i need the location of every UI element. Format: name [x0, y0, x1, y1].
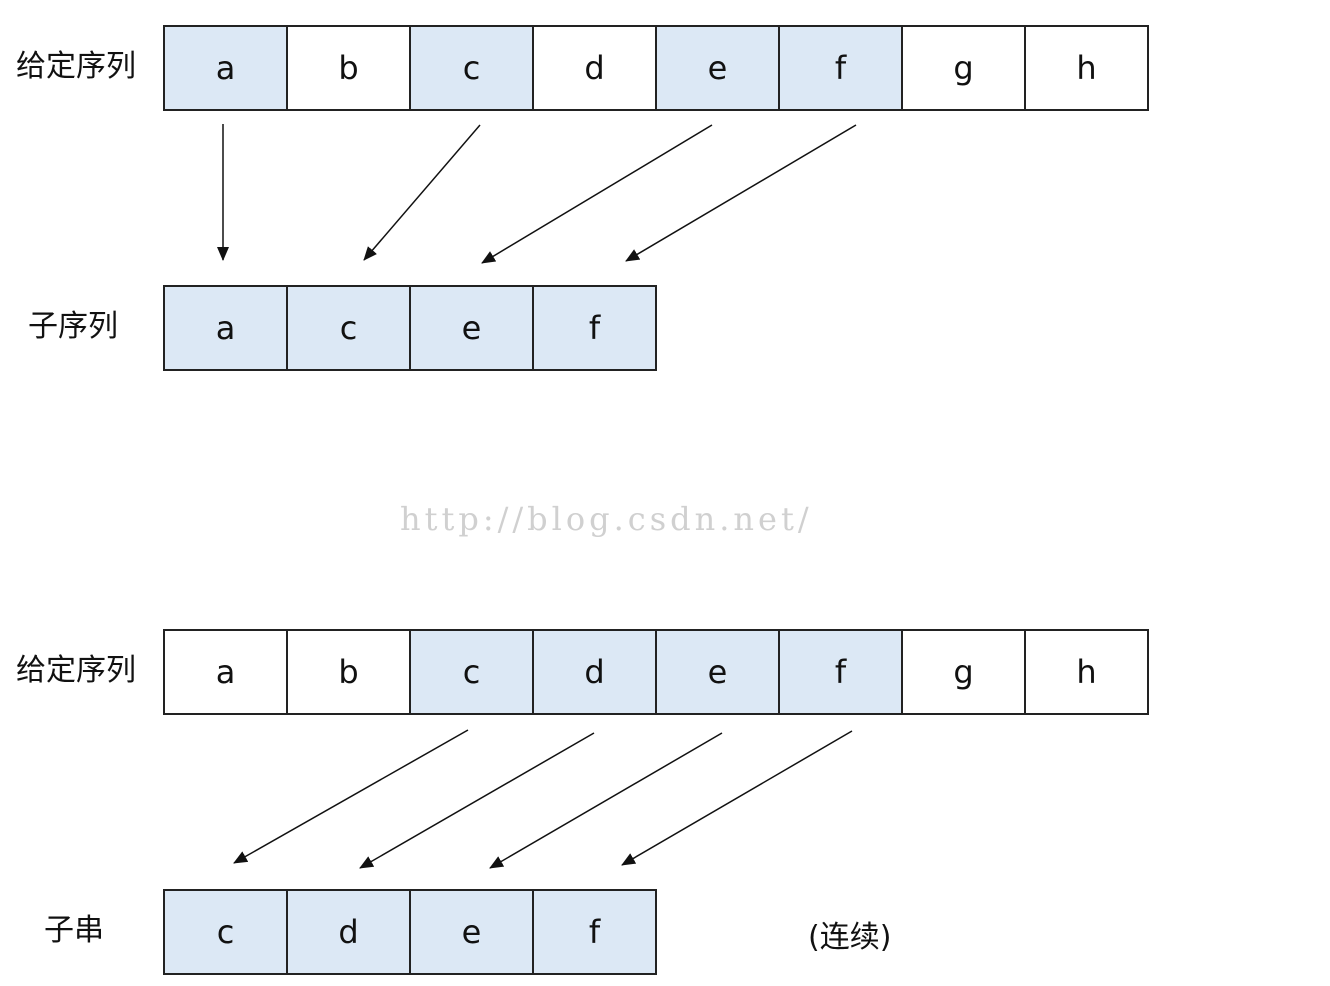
sequence-cell: a: [163, 25, 288, 111]
sequence-cell: e: [409, 889, 534, 975]
given-sequence-label-1: 给定序列: [16, 49, 136, 84]
arrow-e-to-e: [481, 124, 713, 264]
subsequence-label: 子序列: [28, 309, 118, 344]
sequence-cell: a: [163, 629, 288, 715]
sequence-cell: g: [901, 25, 1026, 111]
substring-label: 子串: [44, 913, 104, 948]
sequence-cell: f: [532, 889, 657, 975]
sequence-cell: c: [286, 285, 411, 371]
sequence-cell: b: [286, 629, 411, 715]
arrow-c-to-c-2: [233, 729, 469, 864]
sequence-cell: h: [1024, 629, 1149, 715]
sequence-cell: c: [409, 25, 534, 111]
arrow-d-to-d-2: [359, 732, 595, 869]
arrow-f-to-f-2: [621, 730, 853, 866]
arrow-e-to-e-2: [489, 732, 723, 869]
sequence-cell: c: [163, 889, 288, 975]
given-sequence-label-2: 给定序列: [16, 653, 136, 688]
contiguous-note: (连续): [808, 920, 892, 955]
watermark: http://blog.csdn.net/: [400, 500, 813, 538]
sequence-cell: e: [655, 629, 780, 715]
sequence-cell: f: [532, 285, 657, 371]
sequence-cell: h: [1024, 25, 1149, 111]
sequence-cell: f: [778, 629, 903, 715]
arrow-c-to-c: [363, 124, 481, 261]
sequence-cell: c: [409, 629, 534, 715]
arrow-f-to-f: [625, 124, 857, 262]
